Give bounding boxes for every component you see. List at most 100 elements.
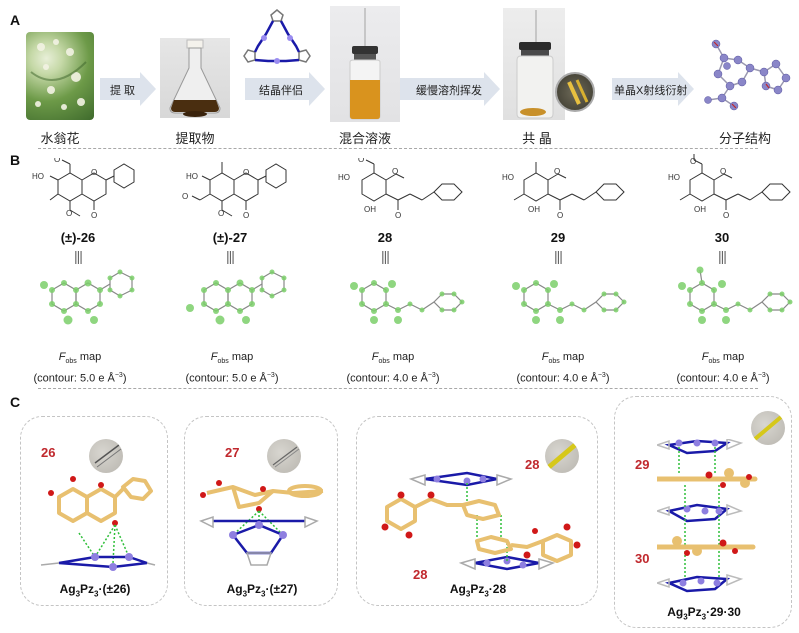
cocrystal-title: Ag3Pz3·28: [357, 582, 599, 598]
compound-number: 30: [635, 551, 650, 566]
contour-end: ): [605, 372, 610, 385]
process-arrow: 单晶X射线衍射: [612, 72, 694, 106]
contour-end: ): [274, 372, 279, 385]
svg-text:O: O: [554, 167, 560, 176]
svg-text:HO: HO: [338, 173, 350, 182]
fobs-caption: Fobs map (contour: 5.0 e Å−3): [157, 350, 307, 386]
fobs-subscript: obs: [217, 358, 229, 366]
chemical-structure-29: HO O OH O: [500, 158, 630, 228]
crystal-magnified-icon: [555, 72, 595, 112]
equivalence-icon: |||: [74, 248, 83, 264]
svg-text:O: O: [243, 168, 249, 177]
svg-text:HO: HO: [502, 173, 514, 182]
fobs-subscript: obs: [65, 358, 77, 366]
fobs-map-text: map: [228, 351, 254, 363]
title-part: Ag: [667, 605, 684, 619]
svg-text:O: O: [218, 209, 224, 218]
cocrystal-model: [381, 471, 581, 571]
crystal-photo-icon: [545, 439, 579, 473]
svg-text:OH: OH: [694, 205, 706, 214]
title-part: Pz: [470, 582, 485, 596]
fobs-symbol: F: [58, 351, 66, 363]
cocrystal-model: [40, 476, 156, 571]
title-part: Pz: [687, 605, 702, 619]
cocrystal-card-29-30: 29 30 Ag3Pz3·29·30: [614, 396, 792, 628]
fobs-symbol: F: [210, 351, 218, 363]
cocrystal-card-28: 28 28 Ag3Pz3·28: [356, 416, 598, 606]
contour-exponent: −3: [597, 372, 606, 380]
compound-number: 27: [225, 445, 240, 460]
compound-label: (±)-27: [212, 230, 248, 245]
svg-text:O: O: [720, 167, 726, 176]
contour-text: (contour: 4.0 e Å: [676, 372, 758, 385]
chemical-structure-27: HO O O O O: [180, 158, 290, 228]
svg-text:O: O: [91, 211, 97, 220]
title-sub: 3: [701, 612, 707, 622]
panel-letter-c: C: [10, 394, 21, 410]
electron-density-map: [678, 266, 793, 324]
fobs-map-text: map: [559, 351, 585, 363]
arrow-label: 缓慢溶剂挥发: [416, 85, 482, 97]
svg-text:O: O: [91, 168, 97, 177]
svg-text:O: O: [690, 157, 696, 166]
contour-exponent: −3: [427, 372, 436, 380]
electron-density-map: [186, 269, 287, 325]
contour-text: (contour: 4.0 e Å: [516, 372, 598, 385]
contour-text: (contour: 5.0 e Å: [33, 372, 115, 385]
fobs-subscript: obs: [378, 358, 390, 366]
crystal-photo-icon: [89, 439, 123, 473]
flask-extract-photo: [160, 38, 230, 118]
equivalence-icon: |||: [718, 248, 727, 264]
crystal-photo-icon: [751, 411, 785, 445]
svg-text:O: O: [243, 211, 249, 220]
contour-end: ): [122, 372, 127, 385]
electron-density-map: [512, 280, 627, 324]
compound-number: 26: [41, 445, 56, 460]
title-part: Ag: [449, 582, 466, 596]
title-sub: 3: [465, 589, 471, 599]
chemical-structure-30: O HO O OH O: [666, 152, 796, 228]
svg-text:OH: OH: [528, 205, 540, 214]
contour-end: ): [765, 372, 770, 385]
fobs-symbol: F: [701, 351, 709, 363]
contour-exponent: −3: [114, 372, 123, 380]
chemical-structure-28: O HO O OH O: [338, 155, 468, 228]
process-arrow: 缓慢溶剂挥发: [400, 72, 500, 106]
contour-end: ): [435, 372, 440, 385]
flower-photo: [26, 32, 94, 120]
contour-text: (contour: 4.0 e Å: [346, 372, 428, 385]
fobs-subscript: obs: [548, 358, 560, 366]
title-sub: 3: [242, 589, 248, 599]
title-sub: 3: [261, 589, 266, 599]
svg-text:O: O: [392, 167, 398, 176]
fobs-symbol: F: [371, 351, 379, 363]
title-sub: 3: [484, 589, 489, 599]
equivalence-icon: |||: [554, 248, 563, 264]
molecular-structure: [694, 38, 794, 114]
title-part: ·29·30: [706, 605, 741, 619]
fobs-caption: Fobs map (contour: 4.0 e Å−3): [318, 350, 468, 386]
title-part: Pz: [247, 582, 262, 596]
title-part: ·(±26): [98, 582, 131, 596]
fobs-subscript: obs: [708, 358, 720, 366]
title-part: Ag: [226, 582, 243, 596]
title-sub: 3: [683, 612, 688, 622]
chemical-structure-26: O HO O O O: [28, 155, 138, 228]
equivalence-icon: |||: [226, 248, 235, 264]
compound-number: 28: [525, 457, 540, 472]
compound-label: (±)-26: [60, 230, 96, 245]
vial-cocrystal-photo: [503, 8, 565, 120]
title-part: Ag: [59, 582, 76, 596]
svg-text:O: O: [54, 158, 60, 164]
cocrystal-title: Ag3Pz3·(±27): [185, 582, 339, 598]
step-caption: 提取物: [175, 131, 215, 146]
panel-letter-a: A: [10, 12, 21, 28]
cocrystal-card-26: 26 Ag3Pz3·(±26): [20, 416, 168, 606]
cocrystal-card-27: 27 Ag3Pz3·(±27): [184, 416, 338, 606]
fobs-caption: Fobs map (contour: 5.0 e Å−3): [5, 350, 155, 386]
svg-text:HO: HO: [32, 172, 44, 181]
step-caption: 水翁花: [40, 131, 80, 146]
cocrystal-model: [657, 439, 758, 593]
svg-text:HO: HO: [668, 173, 680, 182]
crystal-photo-icon: [267, 439, 301, 473]
